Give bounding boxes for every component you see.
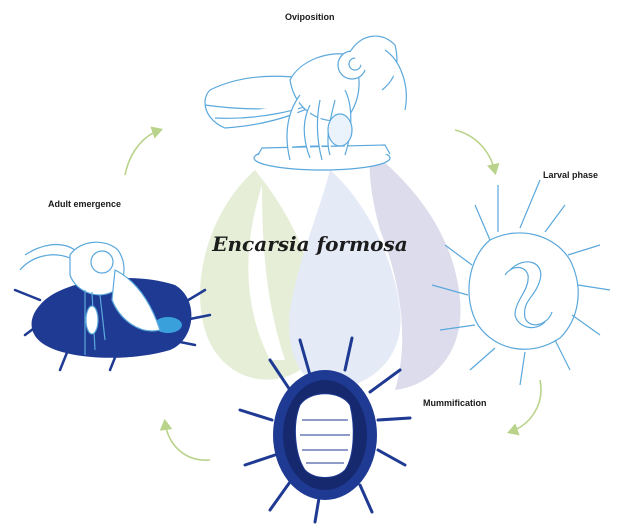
arrow-oviposition-to-larval	[455, 130, 495, 172]
stage-label-larval-phase: Larval phase	[543, 170, 598, 180]
oviposition-wasp	[205, 36, 406, 170]
adult-emergence	[15, 242, 210, 370]
arrow-adult-to-oviposition	[125, 130, 160, 175]
stage-label-adult-emergence: Adult emergence	[48, 199, 121, 209]
stage-label-mummification: Mummification	[423, 398, 487, 408]
larva-whitefly	[432, 180, 610, 385]
species-title: Encarsia formosa	[200, 232, 420, 256]
stage-label-oviposition: Oviposition	[285, 12, 335, 22]
arrow-mummification-to-adult	[165, 422, 210, 460]
arrow-larval-to-mummification	[510, 380, 541, 432]
center-leaf-shapes	[200, 150, 460, 390]
